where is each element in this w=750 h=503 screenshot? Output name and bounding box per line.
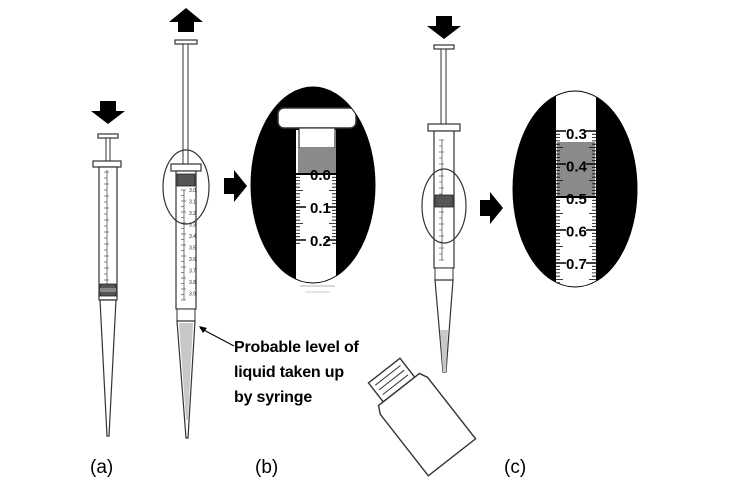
barrel-label: 3.1 (189, 200, 196, 206)
zoom-labels-c: 0.3 0.4 0.5 0.6 0.7 (566, 126, 588, 273)
barrel-ticks-c (439, 139, 444, 261)
magnify-highlight-c (421, 168, 467, 244)
zoom-labels-b: 0.0 0.1 0.2 (310, 167, 331, 250)
barrel-ticks-a (104, 171, 109, 281)
barrel-label: 3.4 (189, 234, 196, 240)
annotation-line-1: Probable level of (234, 339, 360, 356)
barrel-label: 3.0 (189, 188, 196, 194)
zoom-label: 0.7 (566, 256, 587, 273)
barrel-label: 3.8 (189, 280, 196, 286)
barrel-label: 3.6 (189, 257, 196, 263)
annotation-line-2: liquid taken up (234, 364, 344, 381)
arrow-up-icon (169, 8, 203, 32)
arrow-down-icon (91, 101, 125, 124)
panel-c: 0.3 0.4 0.5 0.6 0.7 (c) (367, 16, 638, 478)
caption-a: (a) (90, 457, 113, 478)
vial (367, 357, 477, 477)
zoom-label: 0.3 (566, 126, 587, 143)
zoom-label: 0.6 (566, 224, 587, 241)
panel-b: 3.03.13.23.33.43.53.63.73.83.9 0. (162, 8, 376, 478)
zoom-view-b (251, 87, 375, 283)
annotation: Probable level of liquid taken up by syr… (199, 326, 360, 406)
barrel-label: 3.7 (189, 269, 196, 275)
zoom-label: 0.2 (310, 233, 331, 250)
zoom-view-c (513, 91, 637, 287)
barrel-ticks-b (181, 189, 186, 301)
arrow-down-icon (427, 16, 461, 39)
panel-a: (a) (90, 101, 125, 478)
zoom-label: 0.1 (310, 200, 331, 217)
annotation-line-3: by syringe (234, 389, 312, 406)
zoom-label: 0.5 (566, 191, 587, 208)
arrow-right-icon (480, 192, 503, 224)
caption-b: (b) (255, 457, 278, 478)
caption-c: (c) (504, 457, 526, 478)
barrel-label: 3.3 (189, 223, 196, 229)
barrel-label: 3.9 (189, 292, 196, 298)
barrel-labels-b: 3.0 3.1 3.2 3.3 3.4 3.5 3.6 3.7 3.8 3.9 (189, 188, 196, 298)
barrel-label: 3.5 (189, 246, 196, 252)
magnify-highlight-b (162, 149, 210, 225)
zoom-label: 0.4 (566, 159, 588, 176)
arrow-right-icon (224, 170, 247, 202)
barrel-label: 3.2 (189, 211, 196, 217)
zoom-label: 0.0 (310, 167, 331, 184)
